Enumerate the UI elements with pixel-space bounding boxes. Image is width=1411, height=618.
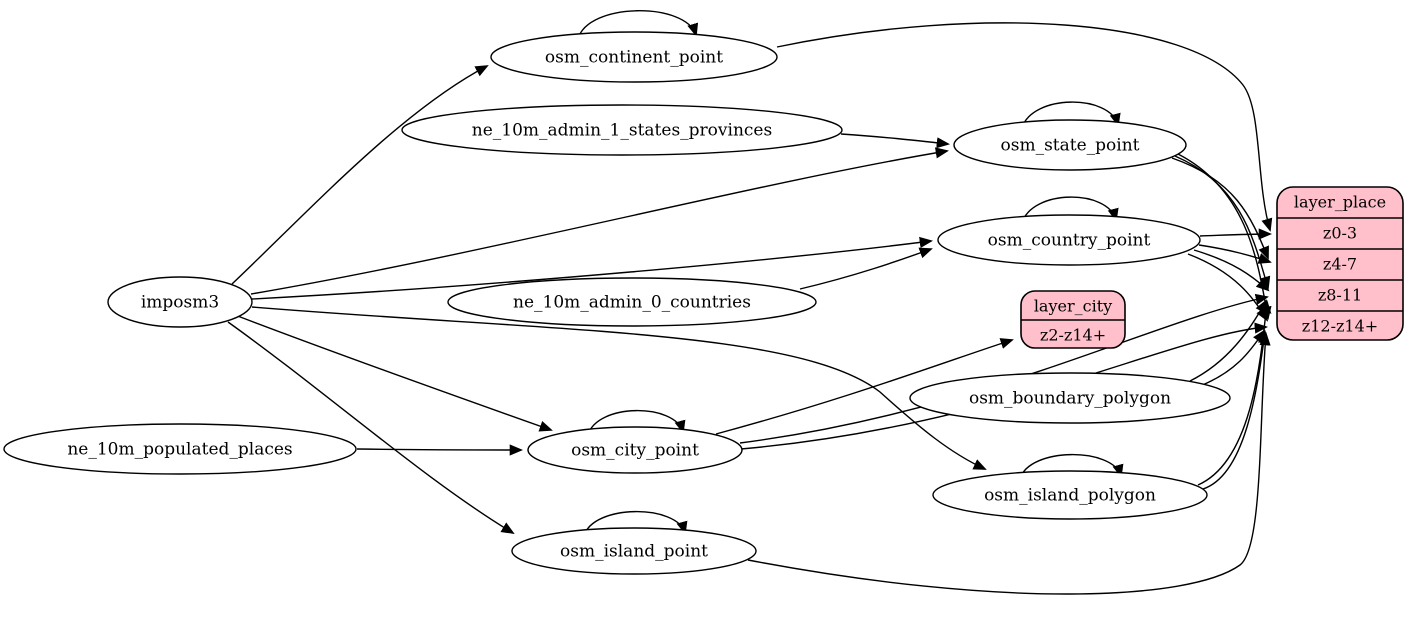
node-imposm3-shape [107, 276, 253, 328]
node-osm-state-point-label: osm_state_point [1001, 136, 1140, 156]
node-osm-island-polygon-shape [932, 470, 1208, 520]
record-layer-city: layer_city z2-z14+ [1020, 290, 1126, 349]
edge-osm-country-point-to-layer-place-z8-11 [1193, 249, 1270, 292]
node-osm-island-polygon-label: osm_island_polygon [984, 486, 1156, 506]
node-osm-city-point-shape [527, 426, 743, 474]
record-layer-place-row-z8-11: z8-11 [1318, 286, 1362, 305]
record-layer-place-row-z12-z14: z12-z14+ [1302, 317, 1378, 336]
node-osm-country-point-label: osm_country_point [988, 231, 1151, 251]
node-ne-10m-admin-1-states-provinces-shape [401, 104, 843, 156]
node-osm-continent-point-label: osm_continent_point [545, 48, 723, 68]
edge-osm-island-polygon-to-layer-place-z12-z14 [1202, 330, 1270, 490]
edge-osm-boundary-polygon-to-layer-place-z12-z14 [1199, 329, 1266, 387]
edge-imposm3-to-osm-island-point [227, 321, 515, 535]
self-loop-osm-island-polygon [1019, 453, 1124, 480]
node-ne-10m-populated-places-shape [3, 423, 357, 475]
edge-imposm3-to-osm-island-polygon [251, 306, 987, 470]
record-layer-city-title: layer_city [1034, 297, 1112, 316]
edge-imposm3-to-osm-continent-point [231, 65, 489, 285]
node-osm-country-point-shape [937, 214, 1201, 266]
node-ne-10m-admin-1-states-provinces: ne_10m_admin_1_states_provinces [401, 104, 843, 156]
self-loop-osm-island-point [583, 510, 688, 537]
node-imposm3: imposm3 [107, 276, 253, 328]
node-osm-island-point: osm_island_point [511, 527, 757, 575]
node-ne-10m-admin-0-countries-label: ne_10m_admin_0_countries [513, 293, 751, 313]
self-loop-osm-state-point [1021, 101, 1121, 129]
node-osm-boundary-polygon-label: osm_boundary_polygon [969, 389, 1171, 409]
edge-ne-10m-admin-0-countries-to-osm-country-point [799, 247, 933, 290]
node-osm-island-point-label: osm_island_point [560, 542, 708, 562]
node-osm-island-point-shape [511, 527, 757, 575]
edge-osm-city-point-to-layer-city-z2-z14 [715, 338, 1014, 435]
edge-imposm3-to-osm-country-point [251, 236, 933, 300]
record-layer-place-box [1276, 186, 1404, 341]
edge-osm-country-point-to-layer-place-z0-3 [1199, 228, 1272, 240]
node-osm-city-point-label: osm_city_point [571, 441, 699, 461]
node-osm-continent-point: osm_continent_point [490, 31, 778, 83]
edge-osm-city-point-to-layer-place-z8-11 [739, 293, 1269, 444]
self-loop-osm-city-point [587, 409, 686, 436]
node-osm-city-point: osm_city_point [527, 426, 743, 474]
edge-ne-10m-admin-1-states-provinces-to-osm-state-point [840, 133, 950, 149]
edge-osm-state-point-to-layer-place-z4-7 [1171, 157, 1269, 260]
self-loop-osm-country-point [1021, 196, 1119, 224]
node-osm-state-point: osm_state_point [953, 119, 1187, 171]
node-ne-10m-admin-0-countries: ne_10m_admin_0_countries [447, 277, 817, 327]
node-ne-10m-admin-1-states-provinces-label: ne_10m_admin_1_states_provinces [472, 121, 772, 141]
node-osm-island-polygon: osm_island_polygon [932, 470, 1208, 520]
node-osm-boundary-polygon: osm_boundary_polygon [909, 372, 1231, 424]
record-layer-city-row-z2-z14: z2-z14+ [1040, 326, 1106, 345]
edge-osm-island-polygon-to-layer-place-z8-11 [1197, 300, 1272, 486]
node-imposm3-label: imposm3 [141, 293, 219, 313]
node-osm-state-point-shape [953, 119, 1187, 171]
node-osm-country-point: osm_country_point [937, 214, 1201, 266]
node-osm-boundary-polygon-shape [909, 372, 1231, 424]
node-osm-continent-point-shape [490, 31, 778, 83]
node-ne-10m-populated-places: ne_10m_populated_places [3, 423, 357, 475]
edge-osm-country-point-to-layer-place-z12-z14 [1187, 253, 1269, 322]
edge-osm-continent-point-to-layer-place-z0-3 [776, 22, 1273, 232]
edge-imposm3-to-osm-city-point [234, 314, 553, 432]
self-loop-osm-continent-point [577, 10, 699, 40]
record-layer-place-title: layer_place [1294, 193, 1386, 212]
edge-osm-state-point-to-layer-place-z8-11 [1174, 155, 1271, 290]
record-layer-place-row-z0-3: z0-3 [1323, 224, 1357, 243]
edge-osm-country-point-to-layer-place-z4-7 [1198, 244, 1272, 264]
node-ne-10m-admin-0-countries-shape [447, 277, 817, 327]
edge-imposm3-to-osm-state-point [250, 147, 949, 295]
edge-ne-10m-populated-places-to-osm-city-point [356, 444, 523, 456]
node-ne-10m-populated-places-label: ne_10m_populated_places [67, 440, 292, 460]
record-layer-place: layer_place z0-3 z4-7 z8-11 z12-z14+ [1276, 186, 1404, 341]
record-layer-place-row-z4-7: z4-7 [1323, 255, 1357, 274]
edge-osm-island-point-to-layer-place-z12-z14 [747, 332, 1271, 595]
